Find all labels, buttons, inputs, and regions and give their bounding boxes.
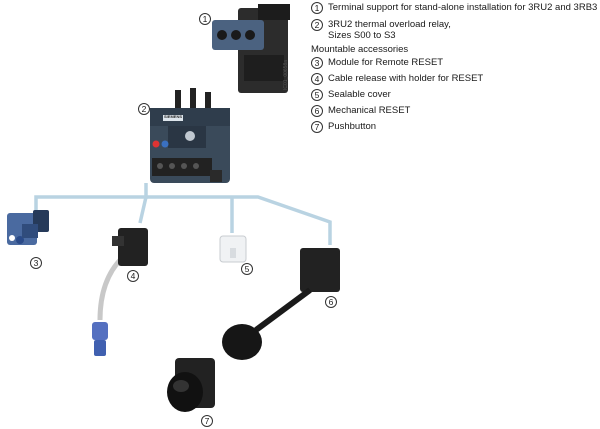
legend-item-7: 7 Pushbutton bbox=[311, 121, 376, 133]
legend-number: 5 bbox=[311, 89, 323, 101]
legend-text: Pushbutton bbox=[328, 121, 377, 132]
legend-item-1: 1 Terminal support for stand-alone insta… bbox=[311, 2, 597, 14]
legend-text: 3RU2 thermal overload relay, Sizes S00 t… bbox=[328, 19, 451, 41]
legend-number: 3 bbox=[311, 57, 323, 69]
legend-text: Cable release with holder for RESET bbox=[328, 73, 484, 84]
legend-text: Mechanical RESET bbox=[328, 105, 411, 116]
legend-number: 4 bbox=[311, 73, 323, 85]
legend-number: 2 bbox=[311, 19, 323, 31]
legend-item-5: 5 Sealable cover bbox=[311, 89, 391, 101]
legend-number: 7 bbox=[311, 121, 323, 133]
legend-number: 1 bbox=[311, 2, 323, 14]
legend-item-6: 6 Mechanical RESET bbox=[311, 105, 410, 117]
sealable-cover bbox=[219, 235, 247, 263]
callout-4: 4 bbox=[127, 270, 139, 282]
legend-text: Sealable cover bbox=[328, 89, 391, 100]
terminal-support bbox=[212, 4, 290, 93]
legend-heading: Mountable accessories bbox=[311, 44, 409, 55]
relay-brand-label: SIEMENS bbox=[164, 114, 183, 119]
callout-1: 1 bbox=[199, 13, 211, 25]
callout-2: 2 bbox=[138, 103, 150, 115]
legend-text: Module for Remote RESET bbox=[328, 57, 444, 68]
callout-3: 3 bbox=[30, 257, 42, 269]
connector-lines bbox=[34, 183, 332, 245]
legend-number: 6 bbox=[311, 105, 323, 117]
legend-text: Terminal support for stand-alone install… bbox=[328, 2, 598, 13]
image-code: IC01_00658a bbox=[283, 59, 289, 90]
legend-item-3: 3 Module for Remote RESET bbox=[311, 57, 443, 69]
overload-relay bbox=[150, 88, 230, 183]
mechanical-reset bbox=[222, 248, 340, 360]
callout-7: 7 bbox=[201, 415, 213, 427]
legend-item-4: 4 Cable release with holder for RESET bbox=[311, 73, 483, 85]
remote-reset-module bbox=[7, 210, 49, 245]
cable-release bbox=[92, 228, 148, 356]
pushbutton bbox=[167, 358, 215, 412]
legend-item-2: 2 3RU2 thermal overload relay, Sizes S00… bbox=[311, 19, 451, 41]
callout-5: 5 bbox=[241, 263, 253, 275]
callout-6: 6 bbox=[325, 296, 337, 308]
